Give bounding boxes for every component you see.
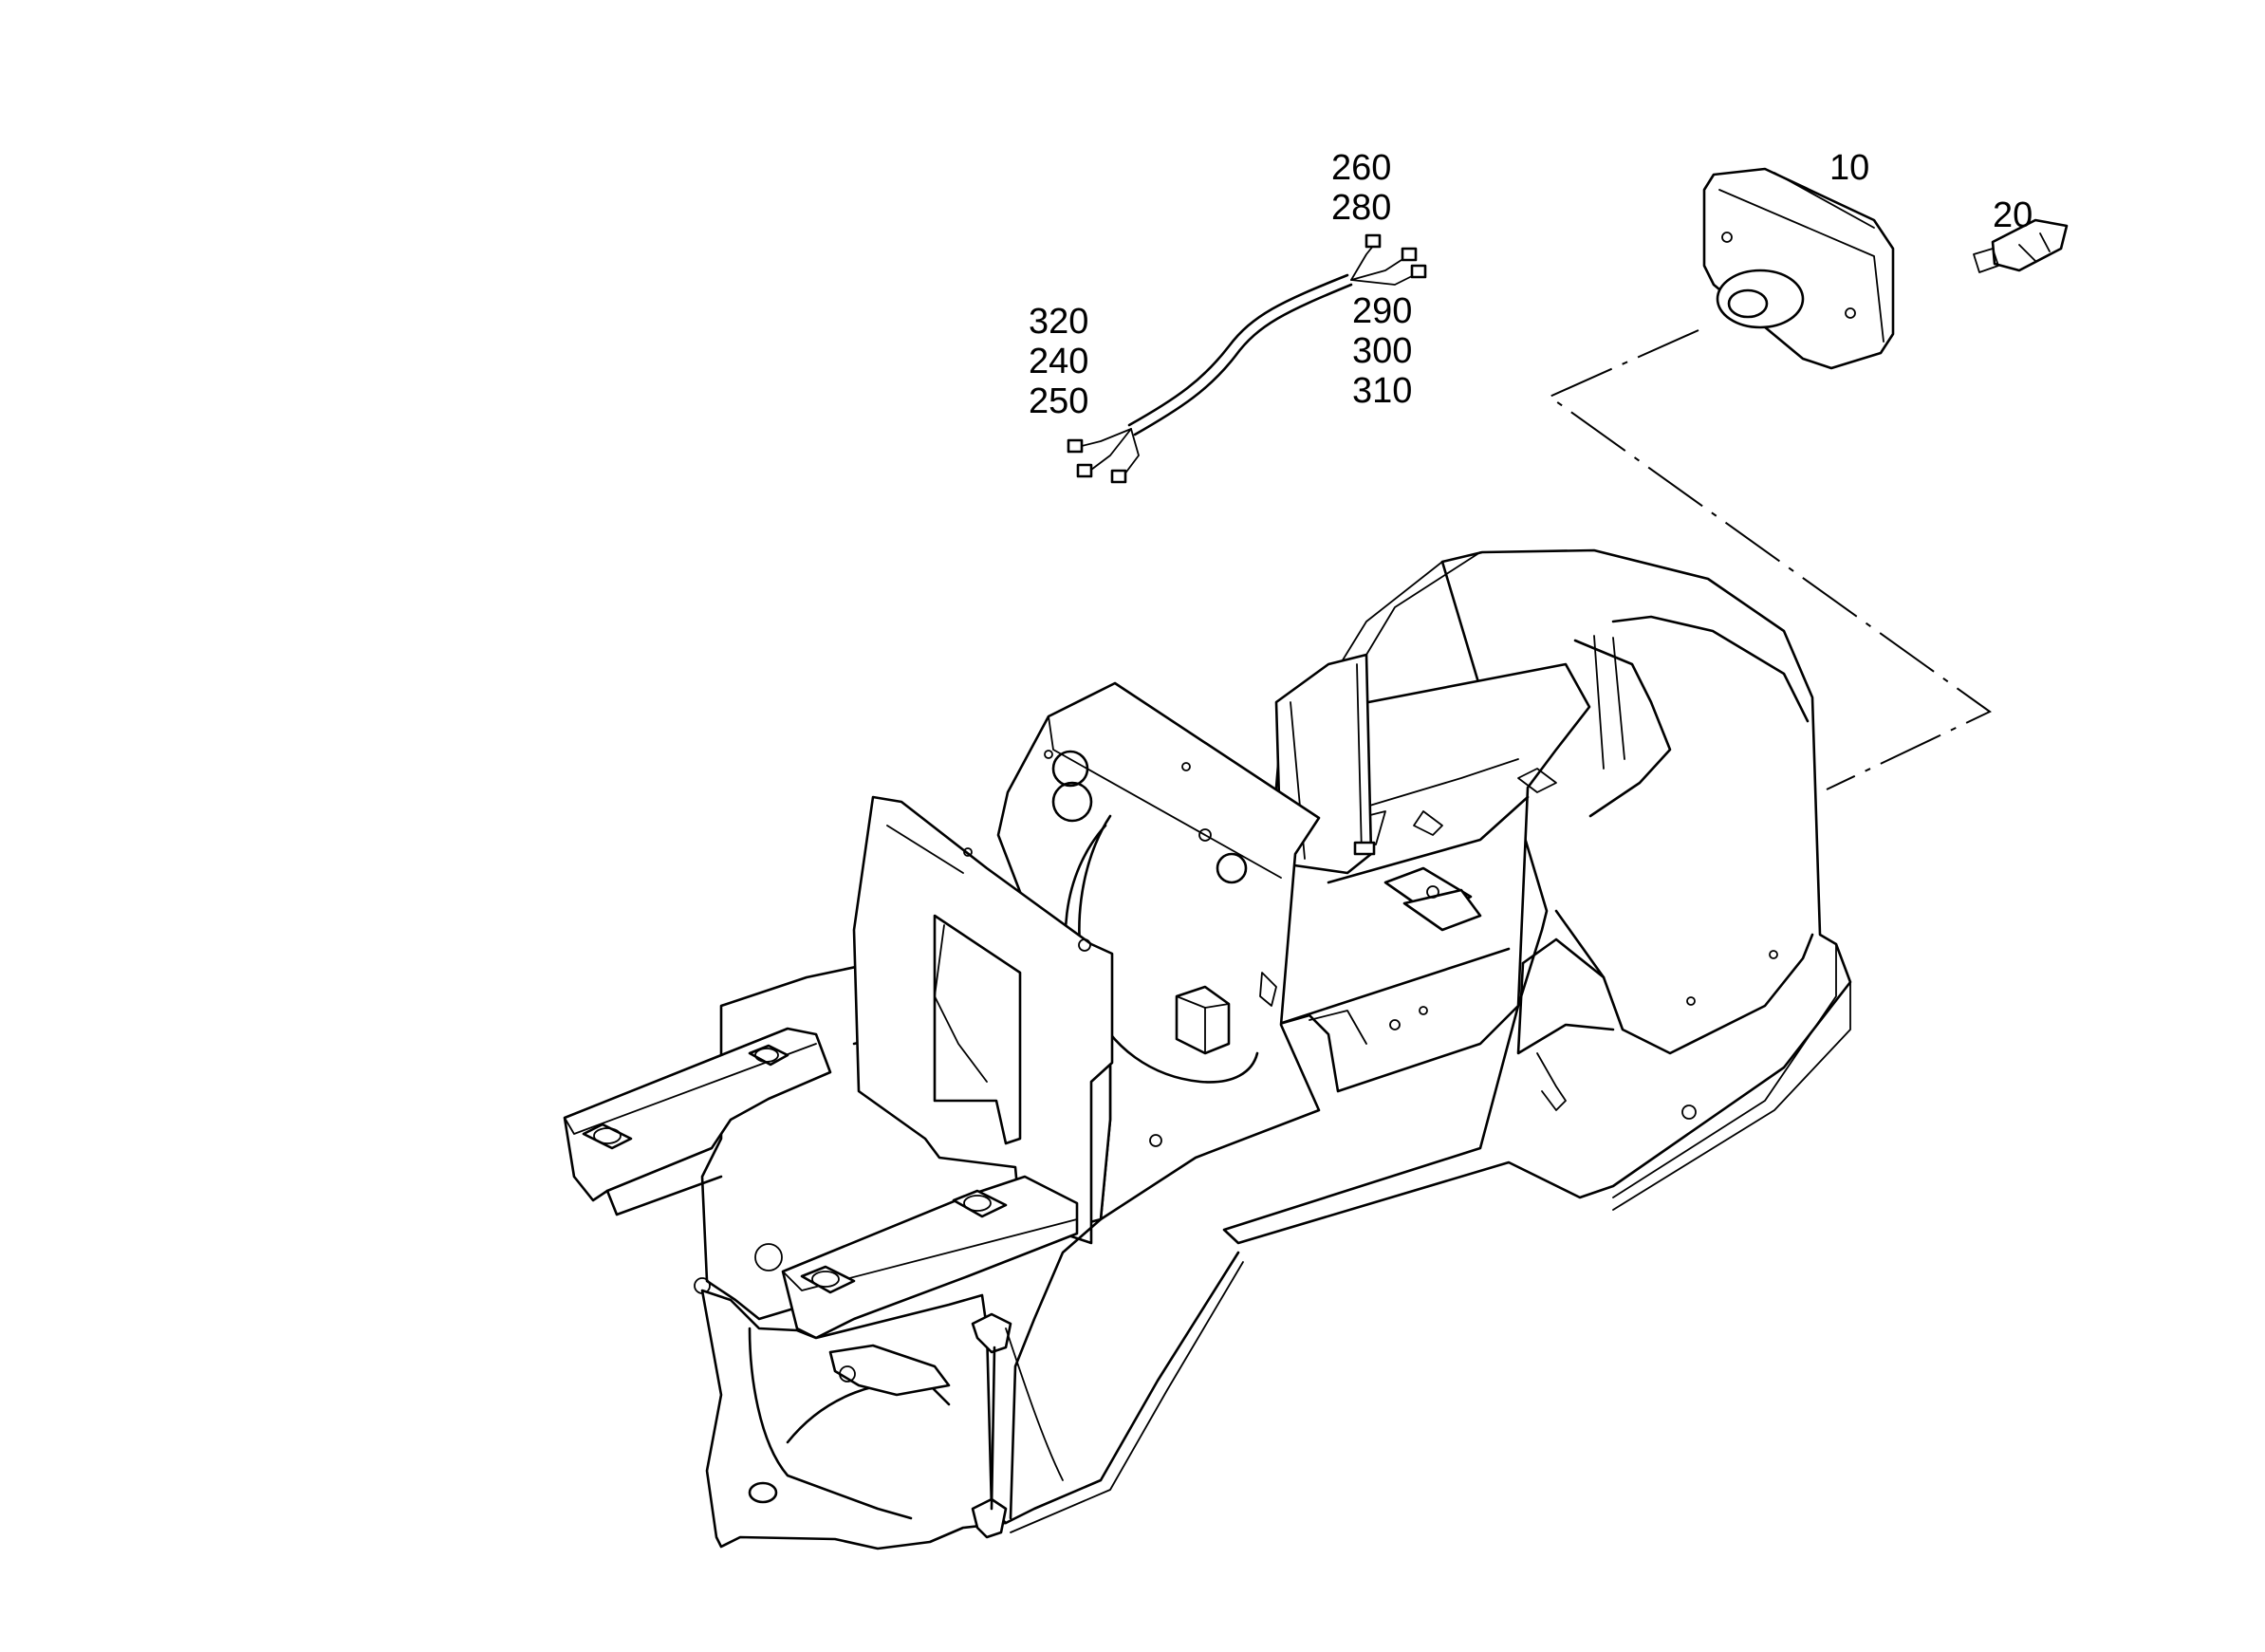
callout-250: 250 [1029, 381, 1089, 421]
wiring-harness [1067, 233, 1427, 484]
callout-280: 280 [1331, 188, 1392, 228]
bulb [1973, 218, 2069, 273]
callout-290: 290 [1352, 291, 1413, 331]
callout-320: 320 [1029, 302, 1089, 342]
callout-240: 240 [1029, 342, 1089, 381]
callout-260: 260 [1331, 148, 1392, 188]
callout-20: 20 [1993, 195, 2033, 235]
callout-310: 310 [1352, 371, 1413, 411]
lamp-housing [1702, 167, 1895, 370]
callout-10: 10 [1829, 148, 1870, 188]
assembly-leader-line [1547, 329, 1992, 790]
machine-frame [563, 548, 1852, 1550]
callout-300: 300 [1352, 331, 1413, 371]
